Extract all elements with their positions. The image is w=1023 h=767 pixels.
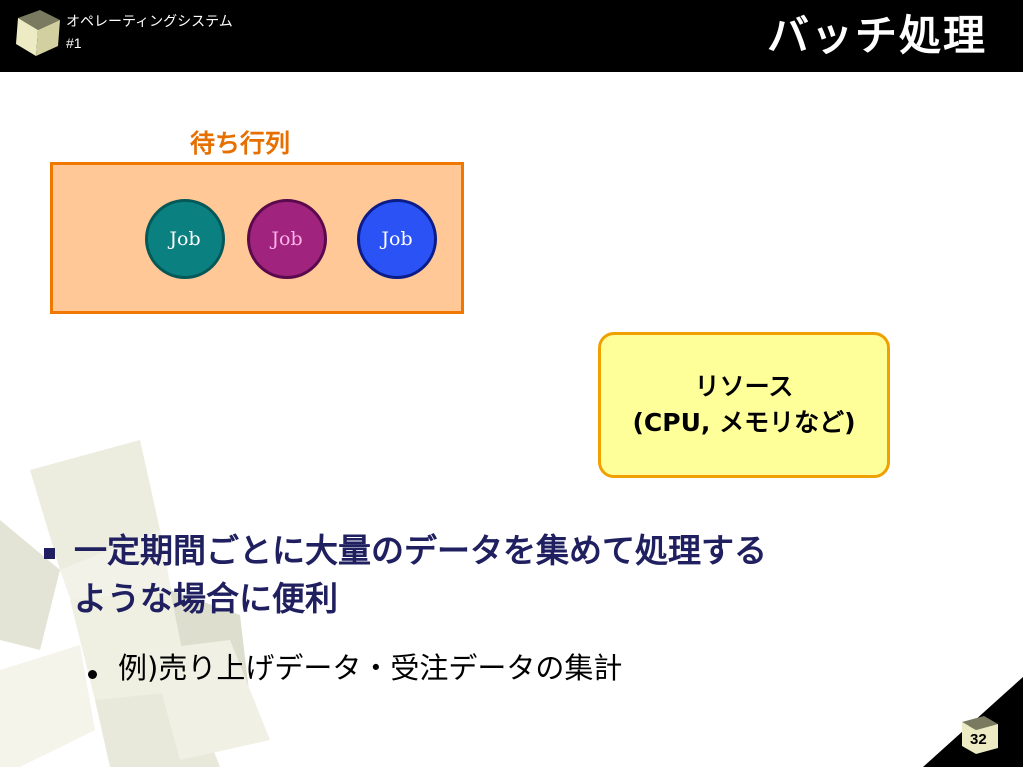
dot-bullet-icon — [88, 670, 97, 679]
square-bullet-icon — [44, 548, 55, 559]
job-circle-2: Job — [247, 199, 327, 279]
page-number: 32 — [970, 731, 987, 748]
slide-header: オペレーティングシステム #1 バッチ処理 — [0, 0, 1023, 72]
job-circle-1: Job — [145, 199, 225, 279]
page-number-badge: 32 — [962, 716, 998, 754]
job-circle-3: Job — [357, 199, 437, 279]
queue-label: 待ち行列 — [190, 129, 291, 158]
bullet-main-text: 一定期間ごとに大量のデータを集めて処理するような場合に便利 — [74, 531, 767, 618]
course-title: オペレーティングシステム — [66, 14, 233, 30]
slide-title: バッチ処理 — [766, 11, 987, 60]
resource-box: リソース (CPU, メモリなど) — [598, 332, 890, 478]
background-cubes-decoration — [0, 440, 270, 767]
bullet-sub-text: 例)売り上げデータ・受注データの集計 — [118, 651, 623, 685]
resource-detail: (CPU, メモリなど) — [632, 408, 856, 437]
cube-logo-icon — [16, 10, 60, 56]
course-number: #1 — [66, 35, 82, 51]
resource-label: リソース — [694, 372, 794, 401]
